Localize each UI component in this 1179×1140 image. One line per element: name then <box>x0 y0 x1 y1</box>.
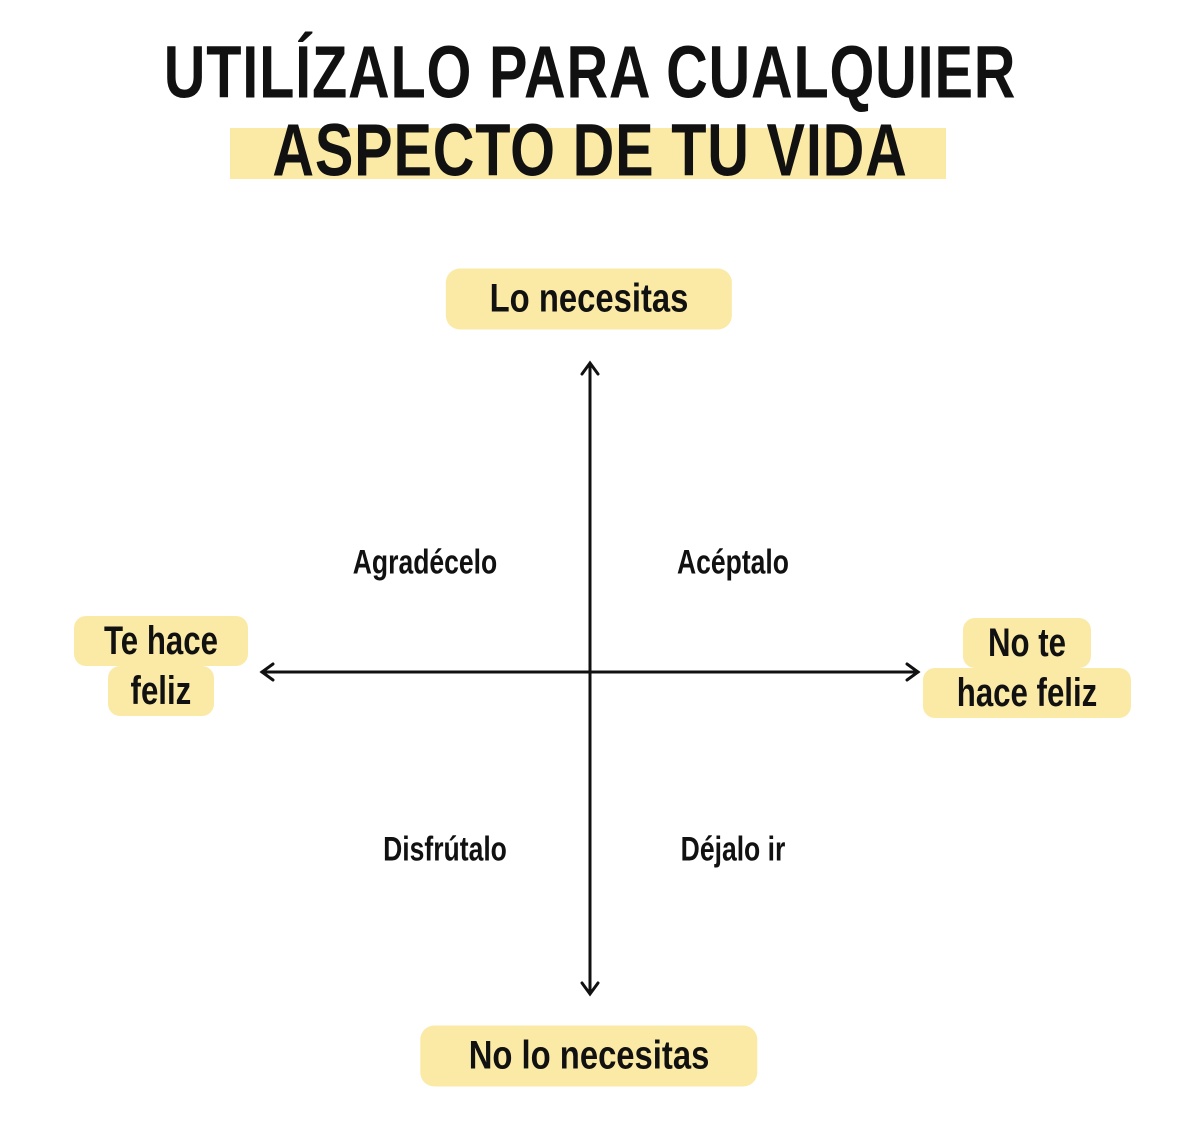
arrow-right-icon <box>905 662 921 682</box>
arrow-up-icon <box>580 360 600 376</box>
arrow-left-icon <box>259 662 275 682</box>
title-highlight <box>230 128 946 179</box>
label-bottom: No lo necesitas <box>420 1025 758 1087</box>
label-right: No te hace feliz <box>922 618 1132 718</box>
quadrant-top-left: Agradécelo <box>352 543 498 582</box>
label-top: Lo necesitas <box>445 268 733 330</box>
quadrant-top-right: Acéptalo <box>676 543 790 582</box>
label-left: Te hace feliz <box>74 616 248 716</box>
quadrant-bottom-right: Déjalo ir <box>680 830 786 869</box>
title-line-1: UTILÍZALO PARA CUALQUIER <box>163 30 1017 114</box>
arrow-down-icon <box>580 981 600 997</box>
title-line-2: ASPECTO DE TU VIDA <box>272 108 908 192</box>
quadrant-bottom-left: Disfrútalo <box>383 830 507 869</box>
